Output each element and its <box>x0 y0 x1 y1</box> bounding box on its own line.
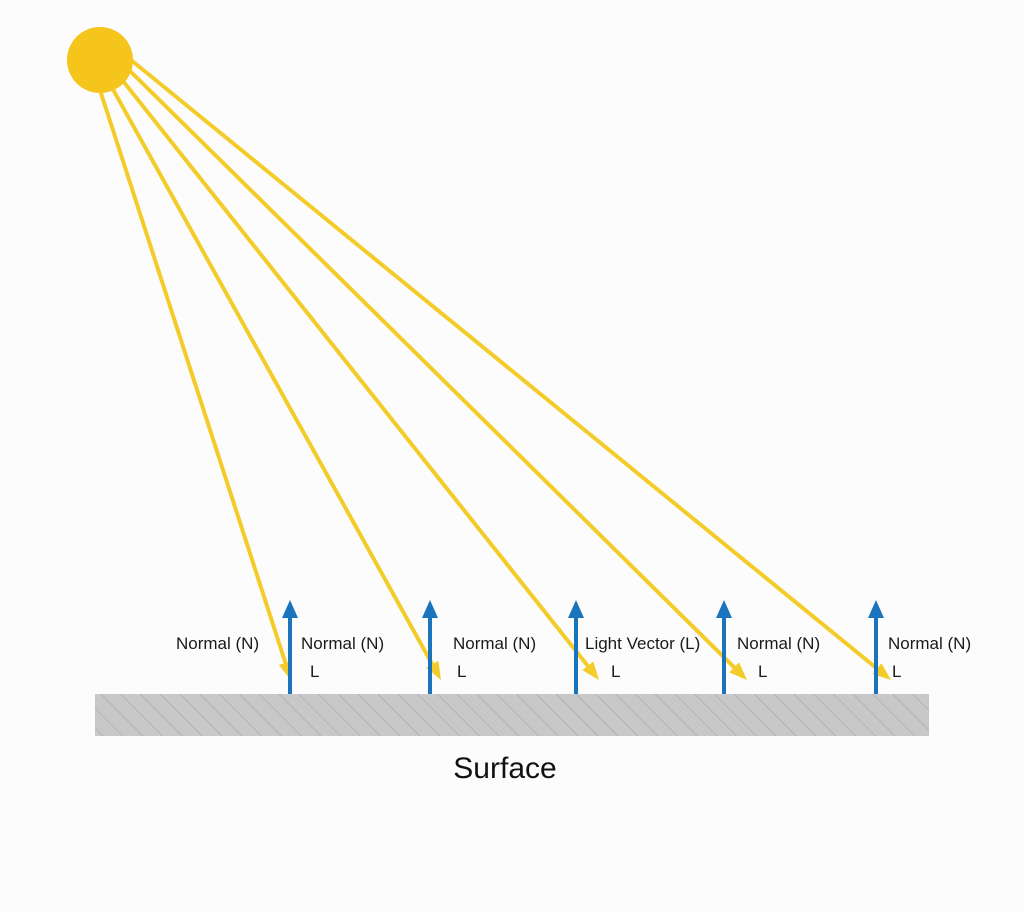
normal-arrowhead <box>282 600 298 618</box>
ray-arrowhead <box>872 663 891 680</box>
ray-arrowhead <box>582 661 599 680</box>
surface <box>95 694 929 736</box>
ray-arrowhead <box>729 662 747 680</box>
sun-icon <box>67 27 133 93</box>
normal-label: Normal (N) <box>888 634 971 653</box>
normal-arrowhead <box>716 600 732 618</box>
light-ray <box>108 82 435 667</box>
ray-label: L <box>310 662 319 681</box>
ray-label: L <box>758 662 767 681</box>
light-ray <box>117 74 590 668</box>
surface-normals <box>282 600 884 694</box>
surface-label: Surface <box>453 752 556 785</box>
light-ray <box>98 88 288 665</box>
ray-label: L <box>611 662 620 681</box>
ray-label: L <box>892 662 901 681</box>
light-ray <box>129 58 880 671</box>
normal-arrowhead <box>868 600 884 618</box>
normal-label: Normal (N) <box>737 634 820 653</box>
normal-label: Normal (N) <box>301 634 384 653</box>
ray-label: L <box>457 662 466 681</box>
light-ray <box>125 66 737 670</box>
light-rays <box>98 58 891 680</box>
normal-arrowhead <box>568 600 584 618</box>
normal-arrowhead <box>422 600 438 618</box>
normal-label: Normal (N) <box>176 634 259 653</box>
light-vector-label: Light Vector (L) <box>585 634 700 653</box>
normal-label: Normal (N) <box>453 634 536 653</box>
